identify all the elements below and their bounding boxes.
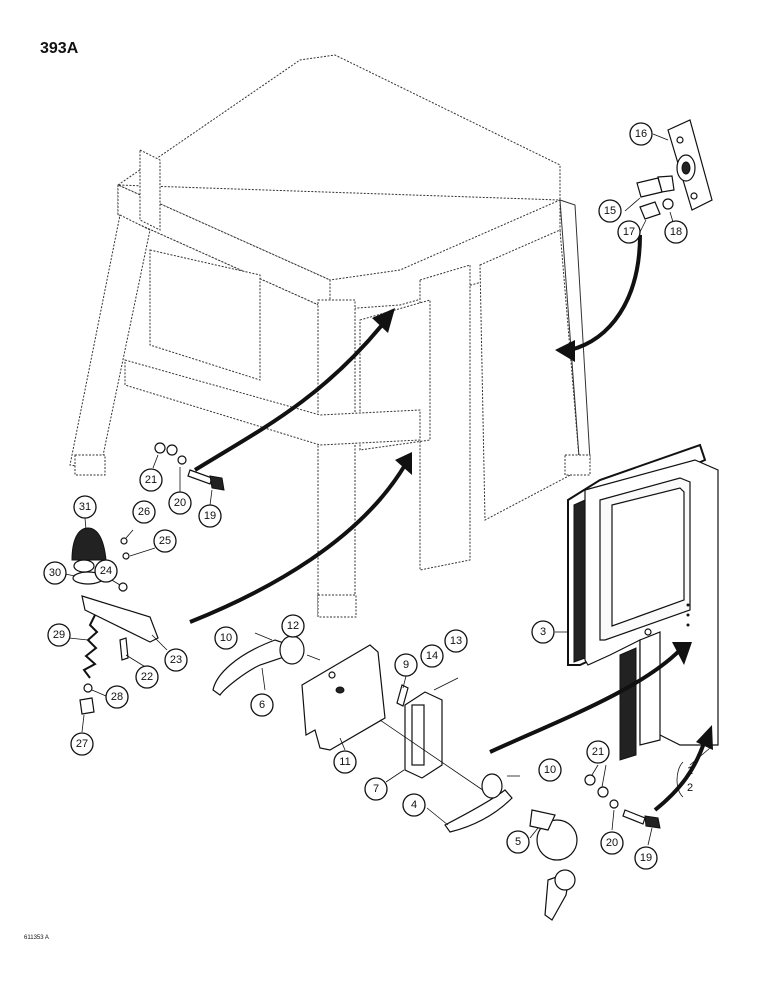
cab-frame	[69, 54, 591, 618]
callout-23: 23	[164, 648, 188, 672]
callout-9: 9	[394, 653, 418, 677]
svg-text:23: 23	[170, 654, 182, 666]
callout-12: 12	[281, 614, 305, 638]
page-number: 393A	[40, 40, 79, 57]
callout-13: 13	[444, 629, 468, 653]
svg-text:19: 19	[204, 510, 216, 522]
svg-text:10: 10	[220, 632, 232, 644]
latch-parts	[212, 632, 578, 921]
svg-text:22: 22	[141, 671, 153, 683]
callout-26: 26	[132, 500, 156, 524]
svg-text:21: 21	[145, 474, 157, 486]
svg-text:20: 20	[606, 837, 618, 849]
svg-text:29: 29	[53, 629, 65, 641]
strap-parts	[71, 527, 159, 715]
callout-5: 5	[506, 830, 530, 854]
svg-text:16: 16	[635, 128, 647, 140]
svg-text:24: 24	[100, 565, 112, 577]
svg-text:1: 1	[687, 765, 693, 777]
door-assembly	[567, 443, 719, 761]
callout-10-left: 10	[214, 626, 238, 650]
callout-6: 6	[250, 693, 274, 717]
callout-2: 2	[687, 782, 693, 794]
svg-text:9: 9	[403, 659, 409, 671]
svg-text:11: 11	[339, 756, 350, 768]
svg-text:28: 28	[111, 691, 123, 703]
callout-21-upper: 21	[139, 468, 163, 492]
hinge-bracket-parts	[636, 119, 713, 220]
callout-22: 22	[135, 665, 159, 689]
callout-20-upper: 20	[168, 491, 192, 515]
svg-text:7: 7	[373, 783, 379, 795]
callout-25: 25	[153, 529, 177, 553]
svg-text:15: 15	[604, 205, 616, 217]
callout-21-lower: 21	[586, 740, 610, 764]
callout-3: 3	[531, 620, 555, 644]
callout-19-upper: 19	[198, 504, 222, 528]
callout-18: 18	[664, 220, 688, 244]
callout-28: 28	[105, 685, 129, 709]
svg-text:27: 27	[76, 738, 88, 750]
callout-20-lower: 20	[600, 831, 624, 855]
callout-29: 29	[47, 623, 71, 647]
svg-text:14: 14	[426, 650, 438, 662]
callout-1: 1	[687, 765, 693, 777]
svg-text:5: 5	[515, 836, 521, 848]
callout-14: 14	[420, 644, 444, 668]
callout-15: 15	[598, 199, 622, 223]
svg-text:2: 2	[687, 782, 693, 794]
svg-text:25: 25	[159, 535, 171, 547]
svg-text:19: 19	[640, 852, 652, 864]
callout-16: 16	[629, 122, 653, 146]
svg-text:4: 4	[411, 799, 417, 811]
svg-text:18: 18	[670, 226, 682, 238]
callout-27: 27	[70, 732, 94, 756]
svg-text:21: 21	[592, 746, 604, 758]
callout-17: 17	[617, 220, 641, 244]
callout-4: 4	[402, 793, 426, 817]
callout-24: 24	[94, 559, 118, 583]
svg-text:13: 13	[450, 635, 462, 647]
svg-text:26: 26	[138, 506, 150, 518]
callout-7: 7	[364, 777, 388, 801]
upper-hardware	[154, 442, 225, 491]
assembly-arrows	[189, 234, 713, 812]
svg-text:3: 3	[540, 626, 546, 638]
callout-19-lower: 19	[634, 846, 658, 870]
svg-text:12: 12	[287, 620, 299, 632]
svg-text:6: 6	[259, 699, 265, 711]
callout-30: 30	[43, 561, 67, 585]
svg-text:17: 17	[623, 226, 635, 238]
callout-11: 11	[333, 750, 357, 774]
callout-10-right: 10	[538, 758, 562, 782]
svg-text:10: 10	[544, 764, 556, 776]
svg-text:31: 31	[79, 501, 91, 513]
callout-31: 31	[73, 495, 97, 519]
svg-text:20: 20	[174, 497, 186, 509]
svg-text:30: 30	[49, 567, 61, 579]
figure-reference-number: 611353 A	[24, 935, 49, 941]
callout-leaders	[64, 133, 711, 846]
lower-hardware	[584, 774, 661, 829]
